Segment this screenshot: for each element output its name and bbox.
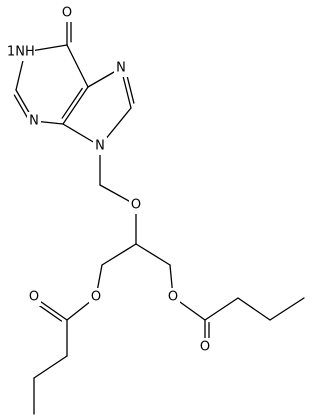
- atom-label-N9: N: [95, 139, 105, 154]
- atom-label-N1: N: [29, 114, 39, 129]
- bond-CH-CH2b: [101, 243, 137, 266]
- bond-C4-C5-second: [61, 87, 83, 119]
- bond-C5-C6: [66, 44, 89, 88]
- atom-label-N_im: N: [116, 61, 126, 76]
- atom-label-NH-prefix: 1: [7, 45, 15, 60]
- atom-NH: 1 NH: [7, 43, 35, 61]
- bond-C2-N1-second: [13, 94, 30, 121]
- atom-O_est2: O: [166, 288, 180, 306]
- atom-N1: N: [27, 112, 41, 130]
- bond-C_b2-C_c2: [269, 297, 305, 321]
- atom-O_car2: O: [198, 338, 212, 356]
- atom-label-O_eth: O: [131, 198, 141, 213]
- bond-C4-C5: [62, 86, 89, 125]
- bond-C_a1-C_b1: [33, 355, 68, 379]
- atom-label-NH: NH: [15, 45, 35, 60]
- atom-label-O_car2: O: [200, 340, 210, 355]
- atom-label-O_est2: O: [168, 290, 178, 305]
- atom-label-O_top: O: [62, 6, 72, 21]
- bond-CH-CH2c: [135, 243, 171, 266]
- bond-layer: [13, 12, 305, 415]
- atom-O_eth: O: [129, 196, 143, 214]
- atom-label-O_est1: O: [91, 290, 101, 305]
- atom-N_im: N: [114, 59, 128, 77]
- atom-O_car1: O: [27, 288, 41, 306]
- atom-layer: O 1 NH N N N O O O: [7, 4, 212, 356]
- atom-O_est1: O: [89, 288, 103, 306]
- atom-label-O_car1: O: [29, 290, 39, 305]
- atom-O_top: O: [60, 4, 74, 22]
- atom-N9: N: [93, 137, 107, 155]
- bond-C_a2-C_b2: [237, 297, 271, 321]
- bond-C_e2-C_a2: [204, 297, 239, 321]
